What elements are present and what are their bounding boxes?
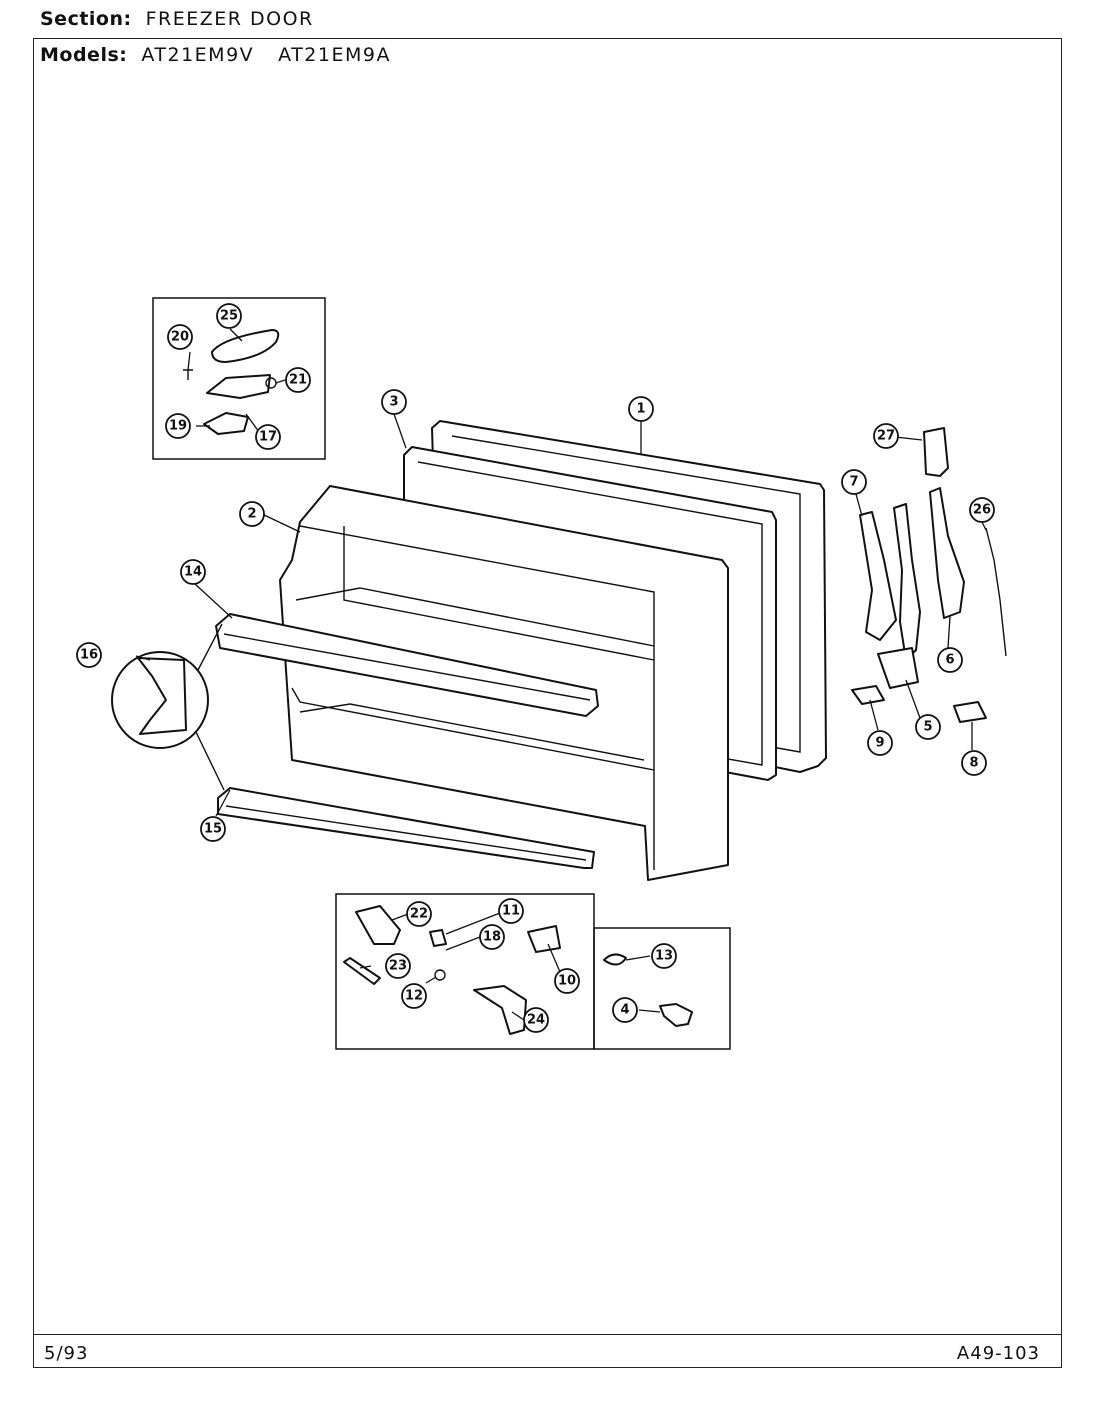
part-26-handle-spring [985, 527, 1007, 657]
svg-text:6: 6 [945, 653, 954, 668]
models-label: Models: [40, 44, 128, 66]
svg-text:3: 3 [389, 395, 398, 410]
svg-text:21: 21 [289, 373, 307, 388]
callout-10: 10 [554, 968, 580, 994]
svg-text:22: 22 [410, 907, 428, 922]
callout-5: 5 [915, 714, 941, 740]
callout-22: 22 [406, 901, 432, 927]
part-15-lower-shelf-bar [217, 787, 595, 869]
svg-text:14: 14 [184, 565, 202, 580]
part-24-hinge-bracket [473, 985, 527, 1035]
svg-text:18: 18 [483, 930, 501, 945]
callout-25: 25 [216, 303, 242, 329]
inset-box-hinge-top [152, 297, 326, 460]
leader-lines [135, 328, 987, 1021]
callout-15: 15 [200, 816, 226, 842]
part-12-washer [434, 969, 446, 981]
svg-text:1: 1 [636, 402, 645, 417]
svg-text:23: 23 [389, 959, 407, 974]
callout-12: 12 [401, 983, 427, 1009]
section-value: FREEZER DOOR [145, 8, 314, 30]
footer-divider [33, 1334, 1062, 1335]
callout-17: 17 [255, 424, 281, 450]
svg-text:25: 25 [220, 309, 238, 324]
callout-18: 18 [479, 924, 505, 950]
callout-19: 19 [165, 413, 191, 439]
svg-text:19: 19 [169, 419, 187, 434]
part-16-retainer-clip [137, 657, 187, 735]
part-11-bushing [429, 929, 447, 947]
svg-text:27: 27 [877, 429, 895, 444]
part-25-hinge-cover [211, 329, 280, 363]
part-10-stop [527, 925, 561, 953]
svg-text:26: 26 [973, 503, 991, 518]
svg-text:20: 20 [171, 330, 189, 345]
inset-box-hardware [593, 927, 731, 1050]
model-number-2: AT21EM9A [278, 44, 391, 66]
document-number: A49-103 [956, 1343, 1040, 1364]
part-19-shim [203, 412, 249, 435]
svg-text:2: 2 [247, 507, 256, 522]
callout-6: 6 [937, 647, 963, 673]
page-frame [33, 38, 1062, 1368]
callout-9: 9 [867, 730, 893, 756]
section-label: Section: [40, 8, 132, 30]
part-27-handle-cap [923, 427, 949, 477]
svg-text:7: 7 [849, 475, 858, 490]
svg-text:24: 24 [527, 1013, 545, 1028]
svg-text:11: 11 [502, 904, 520, 919]
models-heading: Models: AT21EM9V AT21EM9A [40, 44, 391, 66]
part-6-handle [929, 487, 965, 619]
part-14-upper-shelf-bar [215, 613, 599, 717]
callout-7: 7 [841, 469, 867, 495]
part-17-top-hinge [206, 374, 271, 399]
callout-3: 3 [381, 389, 407, 415]
callout-23: 23 [385, 953, 411, 979]
section-heading: Section: FREEZER DOOR [40, 8, 314, 30]
callout-21: 21 [285, 367, 311, 393]
svg-text:16: 16 [80, 648, 98, 663]
svg-text:9: 9 [875, 736, 884, 751]
svg-text:12: 12 [405, 989, 423, 1004]
callout-26: 26 [969, 497, 995, 523]
callout-20: 20 [167, 324, 193, 350]
svg-text:13: 13 [655, 949, 673, 964]
part-9-clip [851, 685, 885, 705]
part-8-end-cap [953, 701, 987, 723]
svg-text:8: 8 [969, 756, 978, 771]
callout-27: 27 [873, 423, 899, 449]
callout-2: 2 [239, 501, 265, 527]
model-number-1: AT21EM9V [141, 44, 255, 66]
svg-text:5: 5 [923, 720, 932, 735]
part-13-plug [603, 953, 627, 966]
callout-13: 13 [651, 943, 677, 969]
svg-text:15: 15 [204, 822, 222, 837]
callout-4: 4 [612, 997, 638, 1023]
svg-text:10: 10 [558, 974, 576, 989]
part-23-hinge-pin [343, 957, 381, 985]
part-22-bottom-hinge [355, 905, 401, 945]
part-4-screw [659, 1003, 693, 1027]
part-handle-bracket [893, 503, 921, 661]
part-5-handle-base [877, 647, 919, 689]
part-7-handle-trim [859, 511, 897, 641]
svg-text:4: 4 [620, 1003, 629, 1018]
callout-14: 14 [180, 559, 206, 585]
svg-text:17: 17 [259, 430, 277, 445]
revision-date: 5/93 [44, 1343, 89, 1364]
callout-24: 24 [523, 1007, 549, 1033]
part-20-screw [183, 369, 193, 380]
callout-1: 1 [628, 396, 654, 422]
callout-8: 8 [961, 750, 987, 776]
callout-16: 16 [76, 642, 102, 668]
callout-11: 11 [498, 898, 524, 924]
